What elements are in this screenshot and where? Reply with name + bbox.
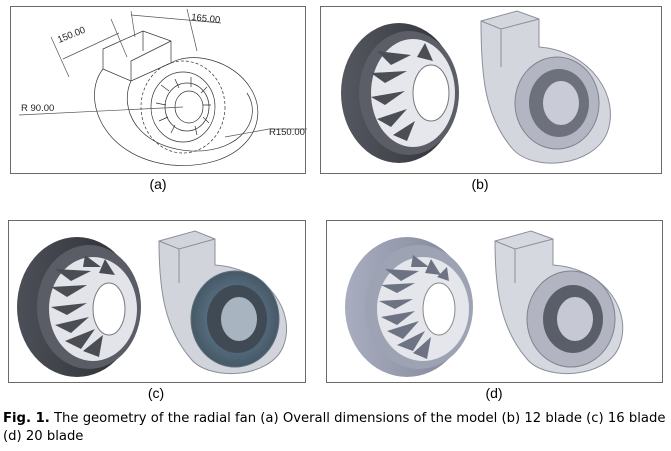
- dimension-r150: R150.00: [269, 127, 305, 138]
- fan-render-20-blade: [345, 230, 624, 377]
- fan-render-16-blade: [17, 230, 288, 377]
- panel-c: [8, 220, 306, 383]
- figure-caption: Fig. 1. The geometry of the radial fan (…: [3, 410, 667, 446]
- fan-render-12-blade: [341, 10, 611, 164]
- dimension-165: 165.00: [191, 12, 221, 26]
- panel-a: 150.00 165.00 R 90.00 R150.00: [10, 6, 307, 174]
- panel-d: [326, 220, 663, 383]
- figure-number: Fig. 1.: [3, 411, 50, 426]
- dimension-150: 150.00: [56, 25, 87, 46]
- dimension-r90: R 90.00: [21, 103, 54, 114]
- panel-label-c: (c): [147, 385, 165, 401]
- panel-b: [320, 6, 662, 174]
- panel-label-d: (d): [485, 385, 503, 401]
- panel-label-a: (a): [149, 176, 167, 192]
- panel-label-b: (b): [471, 176, 489, 192]
- caption-text: The geometry of the radial fan (a) Overa…: [3, 411, 666, 444]
- wireframe-drawing: 150.00 165.00 R 90.00 R150.00: [18, 8, 307, 166]
